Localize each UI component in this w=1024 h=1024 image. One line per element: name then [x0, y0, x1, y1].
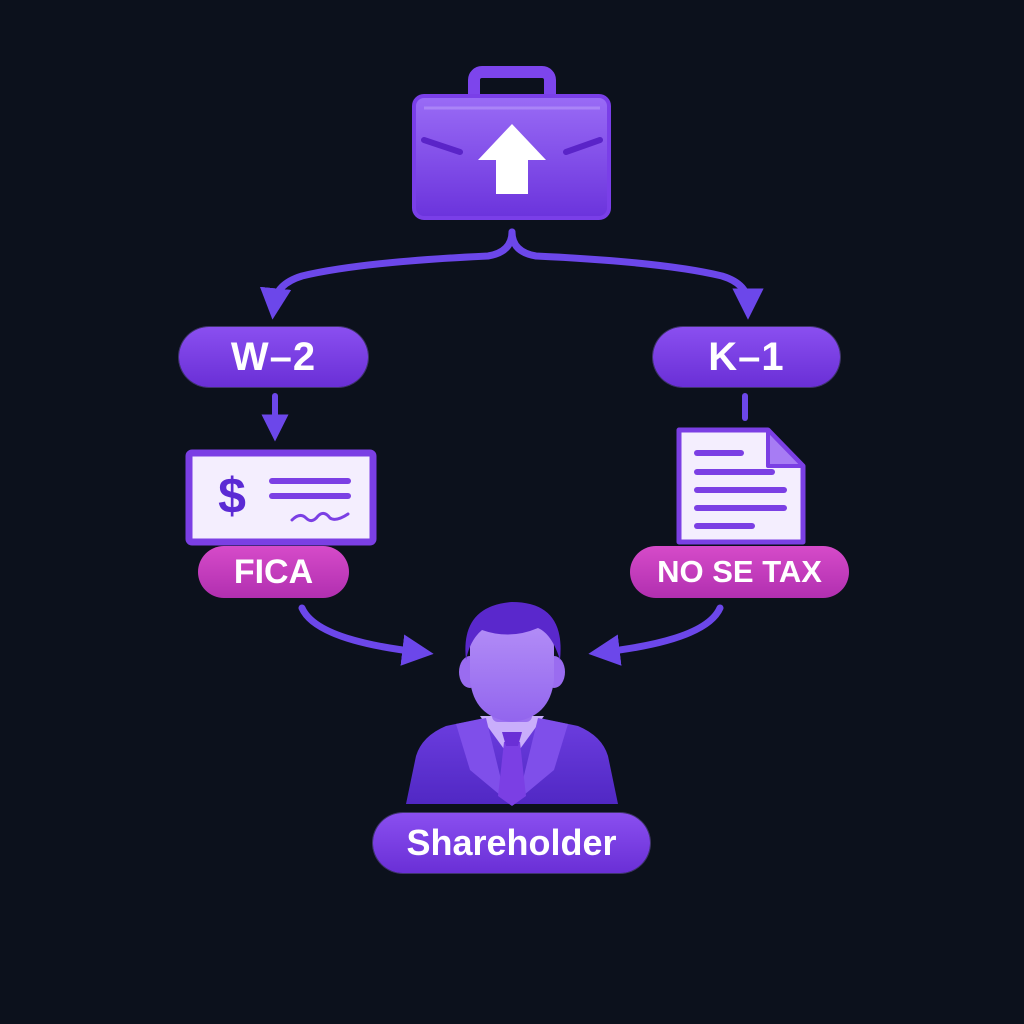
- no-se-tax-badge: NO SE TAX: [630, 546, 849, 598]
- person-icon: [406, 602, 618, 806]
- nose-to-shareholder-arrow: [588, 604, 724, 666]
- split-connector: [259, 228, 764, 320]
- briefcase-upload-icon: [412, 66, 611, 220]
- k1-pill: K–1: [653, 327, 840, 387]
- fica-badge: FICA: [198, 546, 349, 598]
- fica-to-shareholder-arrow: [298, 604, 434, 666]
- w2-pill: W–2: [179, 327, 368, 387]
- document-icon: [676, 427, 806, 545]
- shareholder-label: Shareholder: [373, 813, 650, 873]
- paycheck-icon: $: [185, 449, 377, 546]
- currency-symbol: $: [218, 468, 246, 524]
